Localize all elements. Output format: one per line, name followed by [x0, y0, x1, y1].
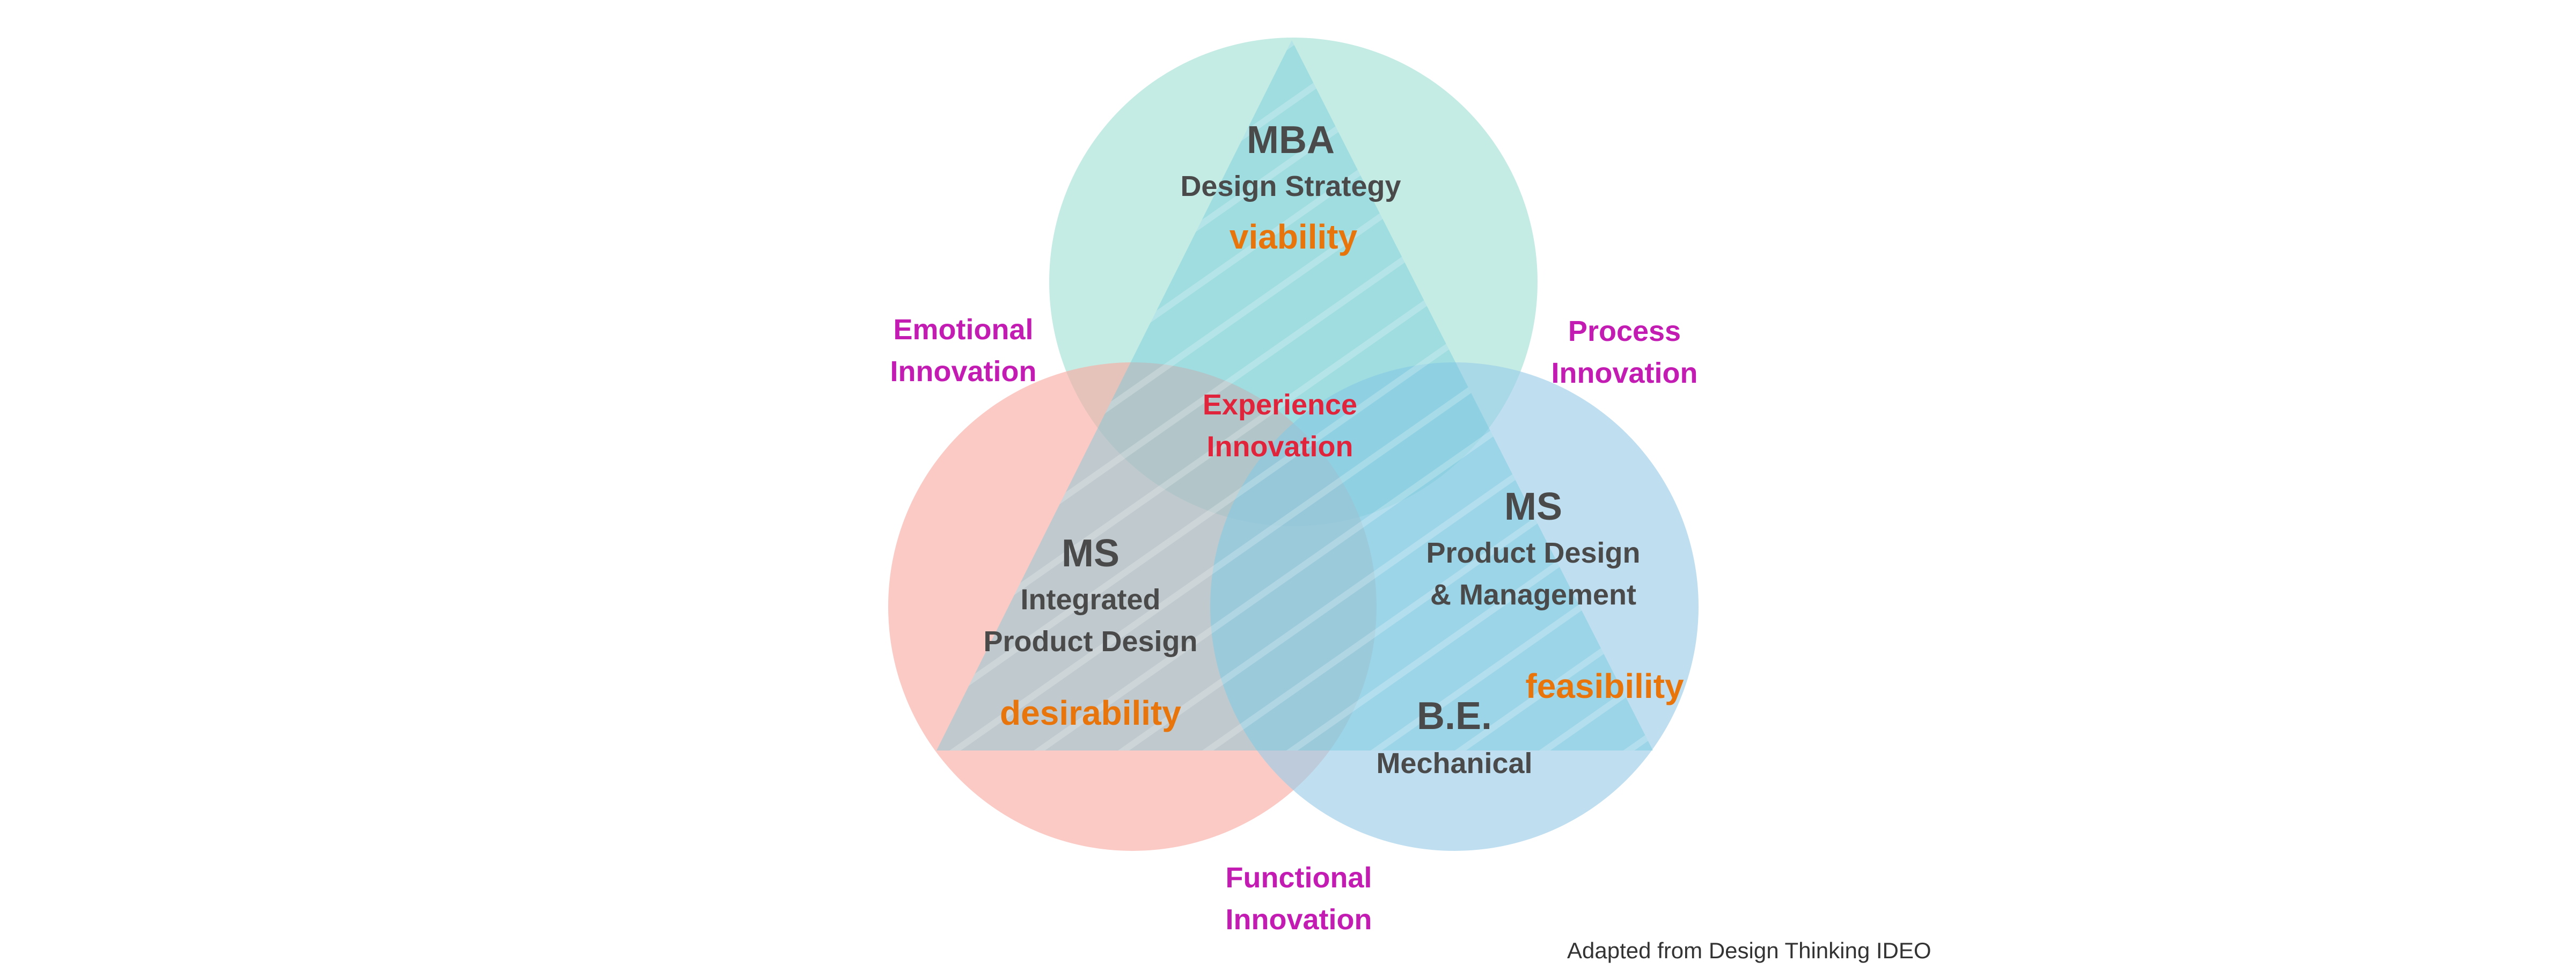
triangle-hatching	[936, 40, 1653, 751]
mba-program-label: Design Strategy	[1180, 170, 1401, 202]
mba-degree-label: MBA	[1247, 119, 1335, 162]
process-innovation-line1: Process	[1568, 315, 1681, 347]
viability-label: viability	[1230, 217, 1358, 256]
ms-pdm-program-line1: Product Design	[1426, 537, 1640, 569]
desirability-label: desirability	[1000, 694, 1181, 732]
feasibility-label: feasibility	[1525, 667, 1684, 705]
be-program-label: Mechanical	[1376, 747, 1532, 779]
ms-ipd-degree-label: MS	[1062, 532, 1119, 575]
functional-innovation-line2: Innovation	[1226, 904, 1372, 936]
emotional-innovation-line2: Innovation	[890, 355, 1037, 388]
ms-ipd-program-line1: Integrated	[1020, 584, 1160, 616]
ms-pdm-degree-label: MS	[1504, 485, 1562, 528]
process-innovation-line2: Innovation	[1552, 357, 1698, 389]
ms-pdm-program-line2: & Management	[1430, 579, 1636, 611]
be-degree-label: B.E.	[1417, 695, 1492, 738]
ms-ipd-program-line2: Product Design	[983, 625, 1197, 658]
emotional-innovation-line1: Emotional	[893, 314, 1033, 346]
functional-innovation-line1: Functional	[1226, 862, 1372, 894]
experience-innovation-line1: Experience	[1203, 389, 1357, 421]
experience-innovation-line2: Innovation	[1207, 431, 1353, 463]
source-credit: Adapted from Design Thinking IDEO	[1567, 938, 1931, 963]
